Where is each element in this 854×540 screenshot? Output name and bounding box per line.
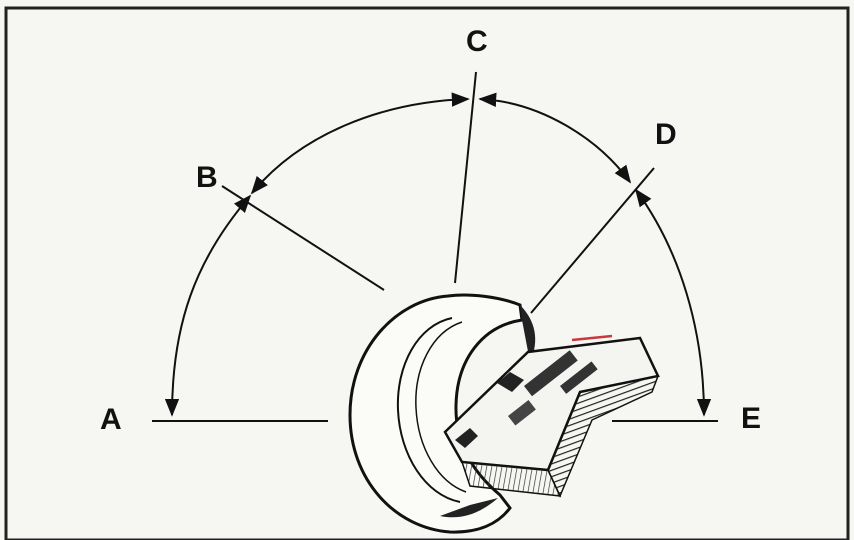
position-label-b: B: [196, 161, 218, 194]
position-label-c: C: [466, 25, 488, 58]
arc-a-b: [164, 194, 252, 417]
position-label-a: A: [100, 403, 122, 436]
frame-border: [4, 6, 850, 540]
position-line-c: [454, 71, 477, 284]
position-line-d: [530, 167, 655, 314]
position-label-d: D: [655, 118, 677, 151]
ignition-key: [443, 334, 660, 498]
lock-cylinder: [348, 293, 536, 534]
arc-b-c: [250, 92, 470, 195]
position-label-e: E: [741, 402, 762, 435]
arc-d-e: [634, 188, 712, 417]
arc-c-d: [478, 92, 632, 184]
